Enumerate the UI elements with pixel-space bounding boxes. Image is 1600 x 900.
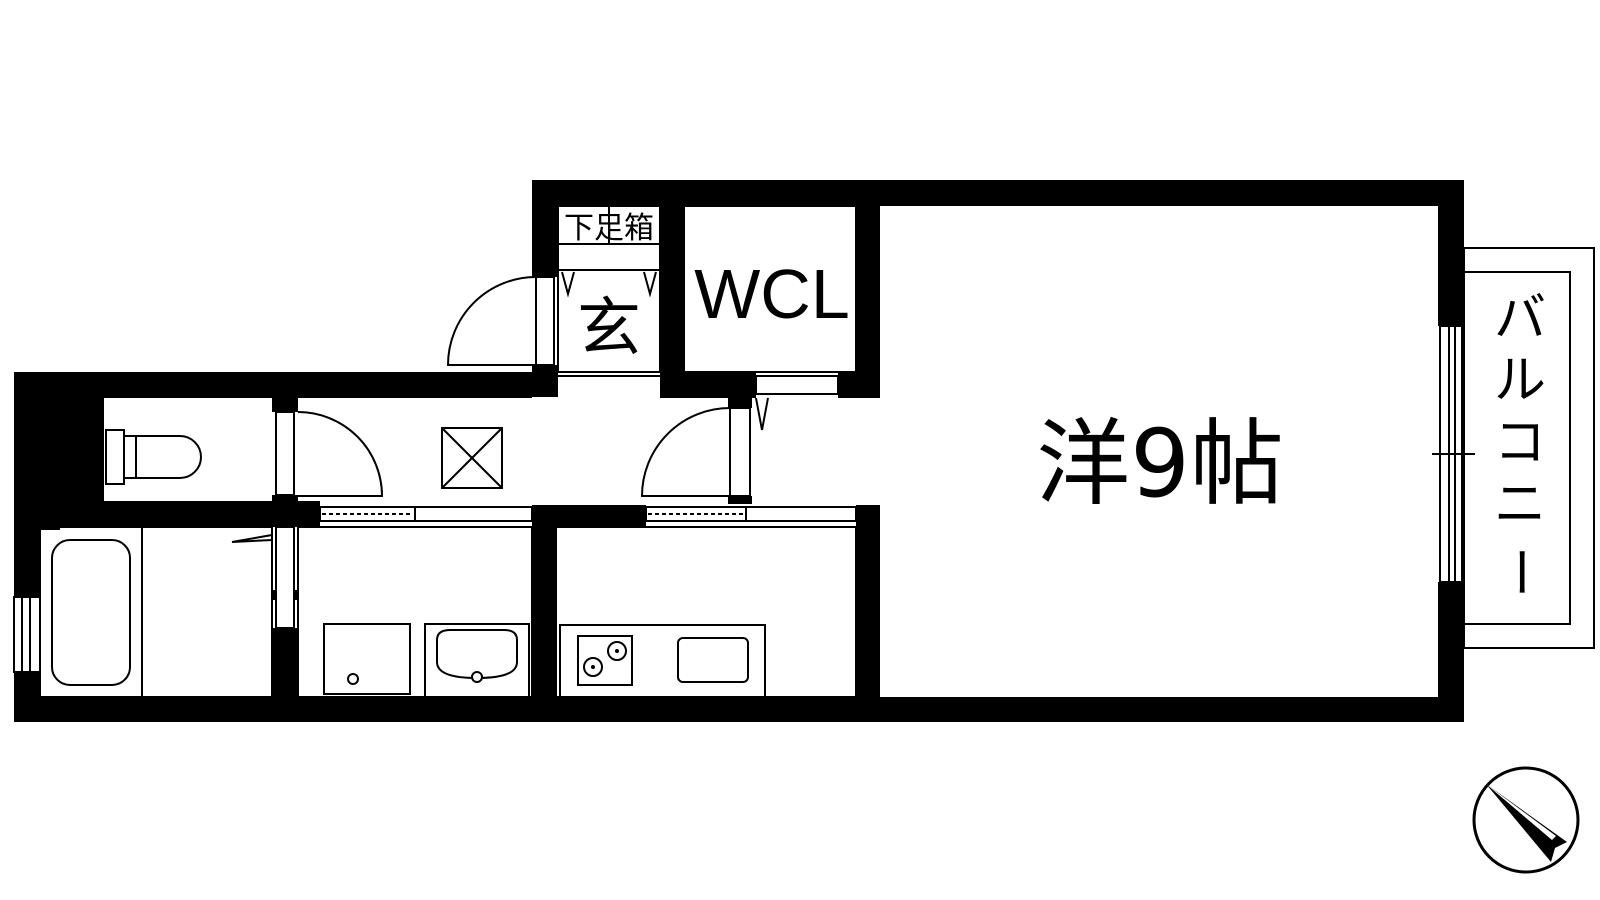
toilet-icon bbox=[105, 429, 202, 485]
shoe-box-label: 下足箱 bbox=[564, 211, 654, 246]
balcony-label-3: コ bbox=[1494, 413, 1546, 473]
sink-icon bbox=[677, 637, 749, 683]
balcony-label-4: ニ bbox=[1494, 475, 1546, 535]
sliding-door-washroom[interactable] bbox=[319, 506, 533, 522]
western-room-door[interactable] bbox=[640, 407, 751, 497]
balcony-label-2: ル bbox=[1494, 351, 1546, 411]
wcl-door[interactable] bbox=[755, 375, 839, 431]
ceiling-hatch bbox=[441, 427, 503, 489]
wcl-label: WCL bbox=[694, 255, 850, 333]
balcony-window bbox=[1432, 325, 1475, 583]
balcony-label-1: バ bbox=[1494, 289, 1546, 349]
western-room-label: 洋9帖 bbox=[1036, 410, 1284, 519]
balcony-label-5: ー bbox=[1489, 546, 1549, 598]
bathroom-door[interactable] bbox=[231, 526, 295, 629]
wc-door[interactable] bbox=[275, 411, 384, 497]
bathtub-icon bbox=[39, 526, 273, 698]
sliding-door-kitchen[interactable] bbox=[556, 505, 857, 527]
entrance-label: 玄 bbox=[577, 292, 641, 366]
interior-walls bbox=[40, 206, 880, 722]
bathroom-window bbox=[13, 596, 41, 673]
balcony: バ ル コ ニ ー bbox=[1463, 247, 1595, 649]
north-arrow-icon bbox=[1472, 766, 1580, 874]
wash-basin-icon bbox=[424, 623, 530, 698]
entrance-area: 玄 bbox=[557, 269, 661, 377]
entrance-door[interactable] bbox=[446, 276, 555, 366]
stove-icon bbox=[577, 635, 633, 686]
walk-in-closet: WCL bbox=[683, 205, 857, 373]
exterior-walls bbox=[14, 180, 1464, 722]
shoe-box: 下足箱 bbox=[557, 205, 661, 298]
western-room: 洋9帖 bbox=[1036, 410, 1284, 519]
washing-machine-icon bbox=[297, 526, 533, 698]
